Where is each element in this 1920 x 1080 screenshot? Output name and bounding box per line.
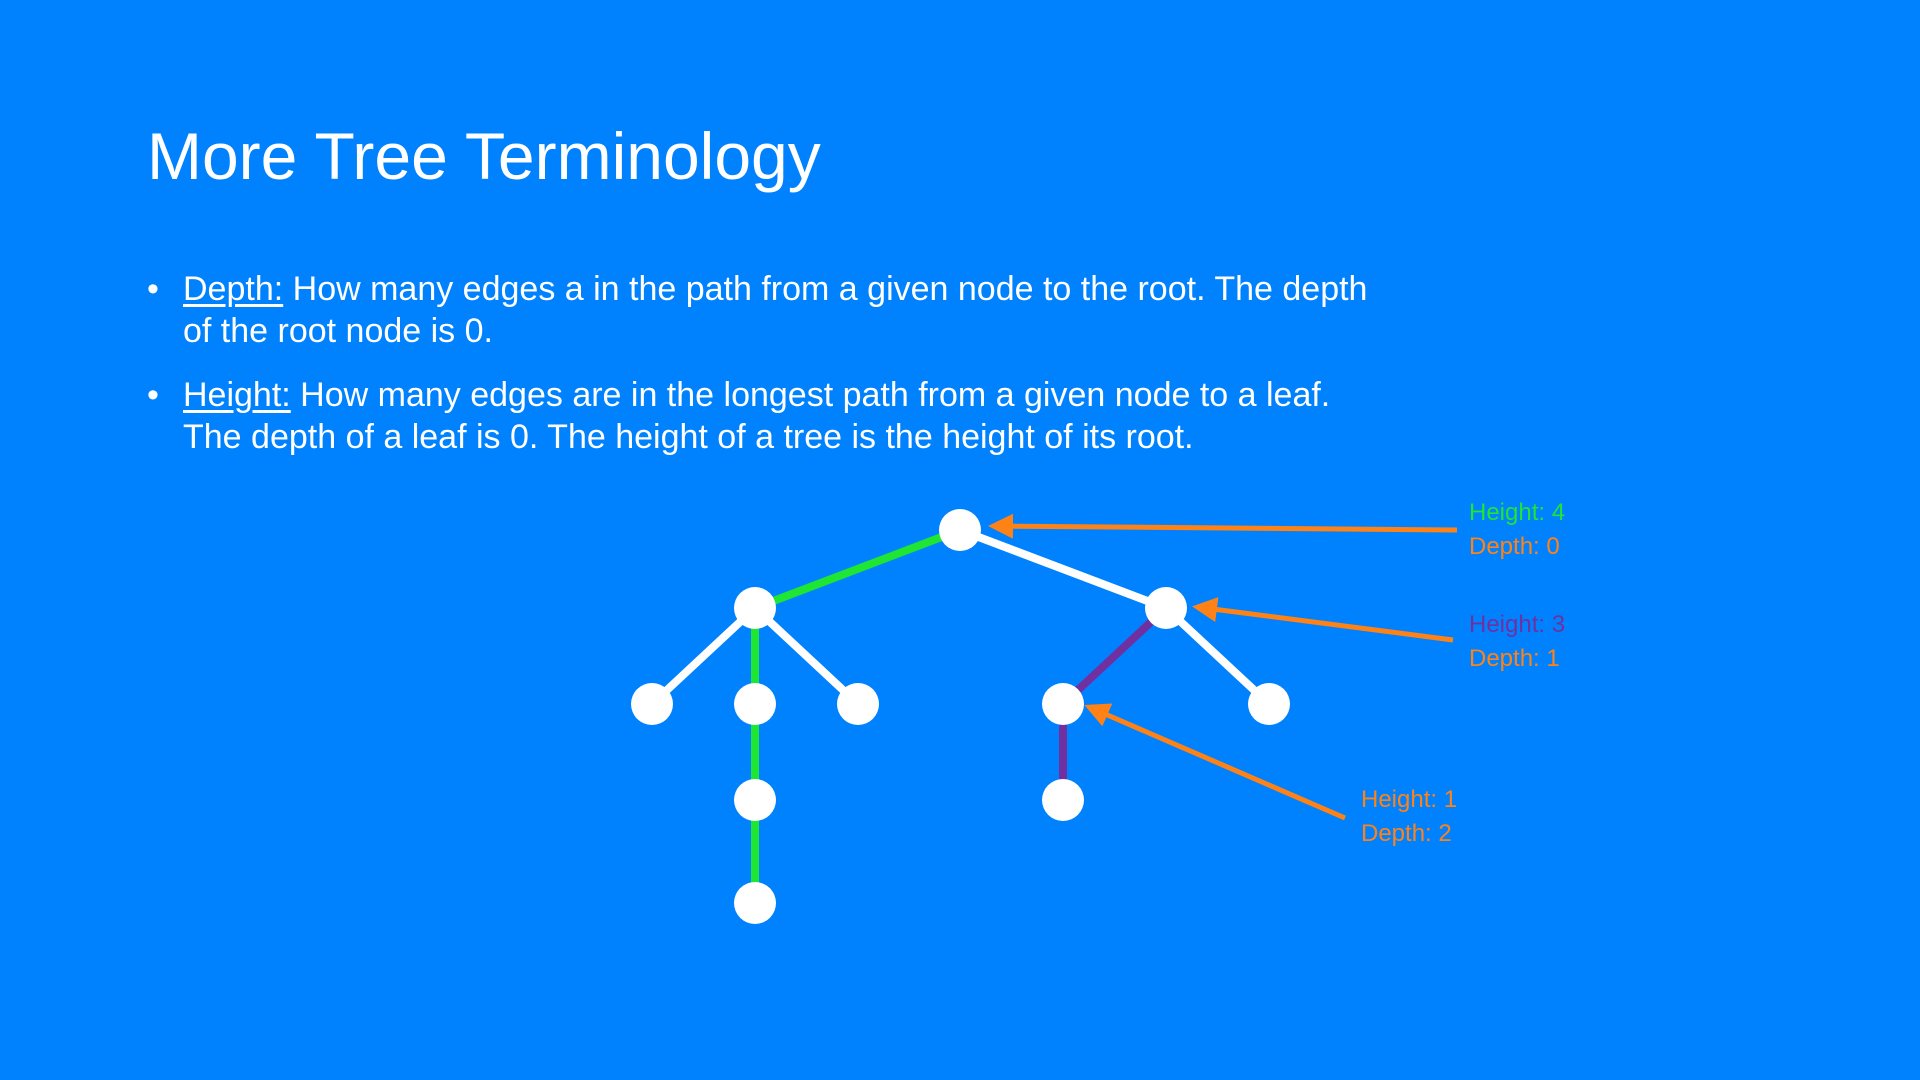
bullet-list: • Depth: How many edges a in the path fr…	[147, 268, 1387, 480]
bullet-marker: •	[147, 270, 159, 308]
annotation-root-height: Height: 4	[1469, 499, 1566, 526]
node-leaf	[837, 683, 879, 725]
node-leaf	[631, 683, 673, 725]
node-left-child	[734, 587, 776, 629]
edge-right-leaf	[1163, 605, 1272, 707]
annotation-grandchild-height: Height: 1	[1361, 786, 1458, 813]
arrow-grandchild	[1084, 703, 1346, 821]
annotation-root: Height: 4 Depth: 0	[1469, 496, 1565, 564]
arrow-root	[988, 513, 1458, 539]
edge-right-grandchild	[1060, 605, 1169, 707]
node-grandchild	[1042, 683, 1084, 725]
node-root	[939, 509, 981, 551]
annotation-grandchild: Height: 1 Depth: 2	[1361, 783, 1457, 851]
bullet-depth: • Depth: How many edges a in the path fr…	[147, 268, 1387, 352]
node-leaf-bottom	[734, 882, 776, 924]
annotation-right-child: Height: 3 Depth: 1	[1469, 608, 1565, 676]
bullet-height: • Height: How many edges are in the long…	[147, 374, 1387, 458]
edge-left-leaf3	[752, 605, 861, 707]
node-leaf	[1042, 779, 1084, 821]
node-middle	[734, 683, 776, 725]
edge-root-left	[753, 526, 962, 612]
edge-left-leaf1	[649, 605, 758, 707]
node-middle-lower	[734, 779, 776, 821]
definition-height: How many edges are in the longest path f…	[183, 376, 1331, 456]
slide-title: More Tree Terminology	[147, 119, 821, 193]
edge-root-right	[958, 526, 1168, 612]
node-leaf	[1248, 683, 1290, 725]
annotation-root-depth: Depth: 0	[1469, 533, 1560, 560]
bullet-marker: •	[147, 376, 159, 414]
node-right-child	[1145, 587, 1187, 629]
annotation-grandchild-depth: Depth: 2	[1361, 820, 1452, 847]
term-depth: Depth:	[183, 270, 284, 308]
arrow-right-child	[1192, 597, 1454, 643]
term-height: Height:	[183, 376, 291, 414]
annotation-right-child-depth: Depth: 1	[1469, 645, 1560, 672]
definition-depth: How many edges a in the path from a give…	[183, 270, 1368, 350]
annotation-right-child-height: Height: 3	[1469, 611, 1566, 638]
